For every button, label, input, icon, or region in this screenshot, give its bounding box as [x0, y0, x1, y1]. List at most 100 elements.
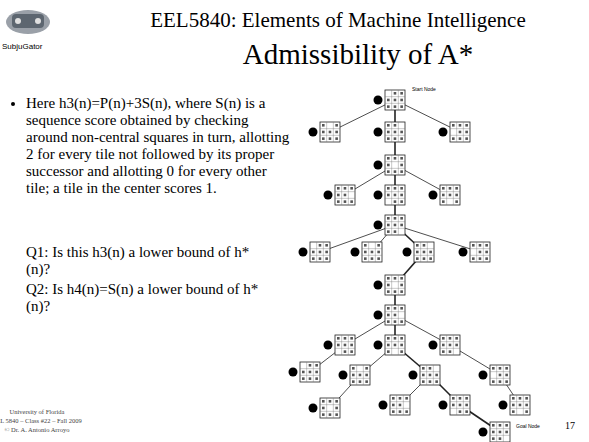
- board-tile: [472, 244, 475, 247]
- board-grid: [490, 428, 510, 429]
- board-tile: [352, 374, 355, 377]
- board-grid: [398, 335, 399, 355]
- board-tile: [325, 257, 328, 260]
- board-tile: [387, 124, 390, 127]
- board-tile: [350, 200, 353, 203]
- board-grid: [320, 411, 340, 412]
- puzzle-board: [490, 422, 510, 442]
- board-tile: [479, 244, 482, 247]
- board-tile: [335, 131, 338, 134]
- board-grid: [450, 408, 470, 409]
- board-grid: [350, 378, 370, 379]
- board-tile: [394, 230, 397, 233]
- node-marker: [379, 401, 388, 410]
- board-grid: [323, 242, 324, 262]
- board-grid: [490, 371, 510, 372]
- board-tile: [329, 413, 332, 416]
- board-grid: [446, 185, 447, 205]
- board-grid: [420, 371, 440, 372]
- board-tile: [312, 257, 315, 260]
- board-grid: [496, 422, 497, 442]
- question-text: Q1: Is this h3(n) a lower bound of h*(n)…: [26, 244, 266, 278]
- board-tile: [449, 194, 452, 197]
- board-tile: [400, 290, 403, 293]
- board-tile: [335, 124, 338, 127]
- board-tile: [394, 194, 397, 197]
- node-marker: [324, 191, 333, 200]
- board-tile: [505, 424, 508, 427]
- node-marker: [351, 248, 360, 257]
- board-grid: [385, 135, 405, 136]
- board-tile: [422, 380, 425, 383]
- board-grid: [456, 122, 457, 142]
- board-grid: [510, 401, 530, 402]
- board-tile: [322, 400, 325, 403]
- board-grid: [385, 288, 405, 289]
- board-tile: [416, 244, 419, 247]
- board-grid: [333, 398, 334, 418]
- board-tile: [519, 404, 522, 407]
- board-tile: [435, 380, 438, 383]
- board-tile: [335, 137, 338, 140]
- board-tile: [429, 367, 432, 370]
- board-grid: [320, 135, 340, 136]
- board-tile: [387, 164, 390, 167]
- board-tile: [455, 337, 458, 340]
- board-tile: [512, 404, 515, 407]
- node-marker: [374, 128, 383, 137]
- board-tile: [499, 431, 502, 434]
- board-tile: [400, 337, 403, 340]
- board-tile: [365, 380, 368, 383]
- tree-label: Start Node: [412, 86, 436, 92]
- page-number: 17: [565, 420, 575, 431]
- board-tile: [519, 397, 522, 400]
- node-marker: [374, 191, 383, 200]
- board-tile: [329, 400, 332, 403]
- board-tile: [344, 194, 347, 197]
- puzzle-board: [420, 365, 440, 385]
- board-tile: [364, 251, 367, 254]
- board-grid: [420, 378, 440, 379]
- board-tile: [387, 290, 390, 293]
- board-tile: [394, 277, 397, 280]
- logo-body: [6, 10, 50, 34]
- board-tile: [387, 99, 390, 102]
- board-tile: [359, 380, 362, 383]
- board-tile: [344, 337, 347, 340]
- board-grid: [310, 255, 330, 256]
- board-tile: [485, 251, 488, 254]
- board-tile: [302, 377, 305, 380]
- board-tile: [492, 380, 495, 383]
- board-grid: [398, 215, 399, 235]
- puzzle-board: [362, 242, 382, 262]
- board-grid: [385, 103, 405, 104]
- board-tile: [377, 251, 380, 254]
- board-grid: [391, 335, 392, 355]
- board-grid: [385, 348, 405, 349]
- board-tile: [309, 371, 312, 374]
- node-marker: [459, 248, 468, 257]
- board-tile: [394, 105, 397, 108]
- board-grid: [390, 401, 410, 402]
- board-grid: [320, 128, 340, 129]
- board-grid: [335, 191, 355, 192]
- board-grid: [496, 365, 497, 385]
- board-tile: [525, 404, 528, 407]
- board-tile: [505, 431, 508, 434]
- question-text: Q2: Is h4(n)=S(n) a lower bound of h*(n)…: [26, 281, 266, 315]
- board-tile: [359, 374, 362, 377]
- board-tile: [400, 105, 403, 108]
- board-tile: [452, 137, 455, 140]
- board-grid: [316, 242, 317, 262]
- board-tile: [344, 200, 347, 203]
- board-grid: [503, 365, 504, 385]
- board-tile: [485, 257, 488, 260]
- board-tile: [377, 257, 380, 260]
- board-grid: [391, 122, 392, 142]
- node-marker: [374, 221, 383, 230]
- board-grid: [398, 305, 399, 325]
- board-tile: [459, 137, 462, 140]
- board-tile: [400, 131, 403, 134]
- board-tile: [505, 374, 508, 377]
- board-tile: [394, 99, 397, 102]
